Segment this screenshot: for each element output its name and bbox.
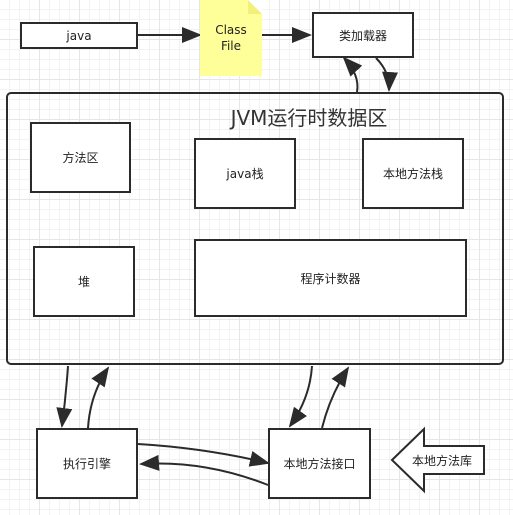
- class-file-corner: [248, 0, 262, 14]
- arrow-engine-to-runtime: [87, 366, 110, 429]
- native-interface-node[interactable]: 本地方法接口: [268, 428, 371, 499]
- java-stack-label: java栈: [226, 167, 264, 181]
- arrow-native-interface-to-runtime: [321, 366, 350, 429]
- arrow-runtime-to-engine: [56, 365, 73, 428]
- execution-engine-label: 执行引擎: [62, 457, 111, 471]
- runtime-area-title: JVM运行时数据区: [230, 106, 388, 130]
- program-counter-label: 程序计数器: [300, 271, 361, 286]
- arrow-native-interface-to-engine: [139, 454, 269, 486]
- java-source-node[interactable]: java: [20, 22, 138, 49]
- native-library-node[interactable]: 本地方法库: [400, 446, 484, 474]
- class-loader-label: 类加载器: [338, 28, 387, 43]
- program-counter-node[interactable]: 程序计数器: [194, 239, 467, 317]
- arrow-engine-to-native-interface: [137, 443, 270, 467]
- jvm-runtime-data-area[interactable]: JVM运行时数据区: [6, 92, 504, 365]
- java-source-label: java: [66, 28, 92, 43]
- class-loader-node[interactable]: 类加载器: [312, 12, 414, 58]
- native-library-arrow-shape: [390, 426, 485, 494]
- method-area-label: 方法区: [62, 151, 99, 165]
- arrow-runtime-to-loader: [342, 56, 363, 93]
- arrow-runtime-to-native-interface: [288, 365, 313, 428]
- java-stack-node[interactable]: java栈: [194, 138, 296, 209]
- native-interface-label: 本地方法接口: [283, 457, 356, 471]
- class-file-note[interactable]: Class File: [200, 0, 262, 76]
- native-method-stack-label: 本地方法栈: [382, 167, 443, 181]
- arrow-loader-to-runtime: [375, 57, 398, 92]
- method-area-node[interactable]: 方法区: [30, 122, 131, 193]
- execution-engine-node[interactable]: 执行引擎: [36, 428, 138, 499]
- heap-node[interactable]: 堆: [33, 246, 135, 317]
- class-file-label: Class File: [215, 23, 247, 53]
- native-library-label: 本地方法库: [411, 453, 472, 468]
- native-method-stack-node[interactable]: 本地方法栈: [362, 138, 464, 209]
- heap-label: 堆: [77, 275, 90, 289]
